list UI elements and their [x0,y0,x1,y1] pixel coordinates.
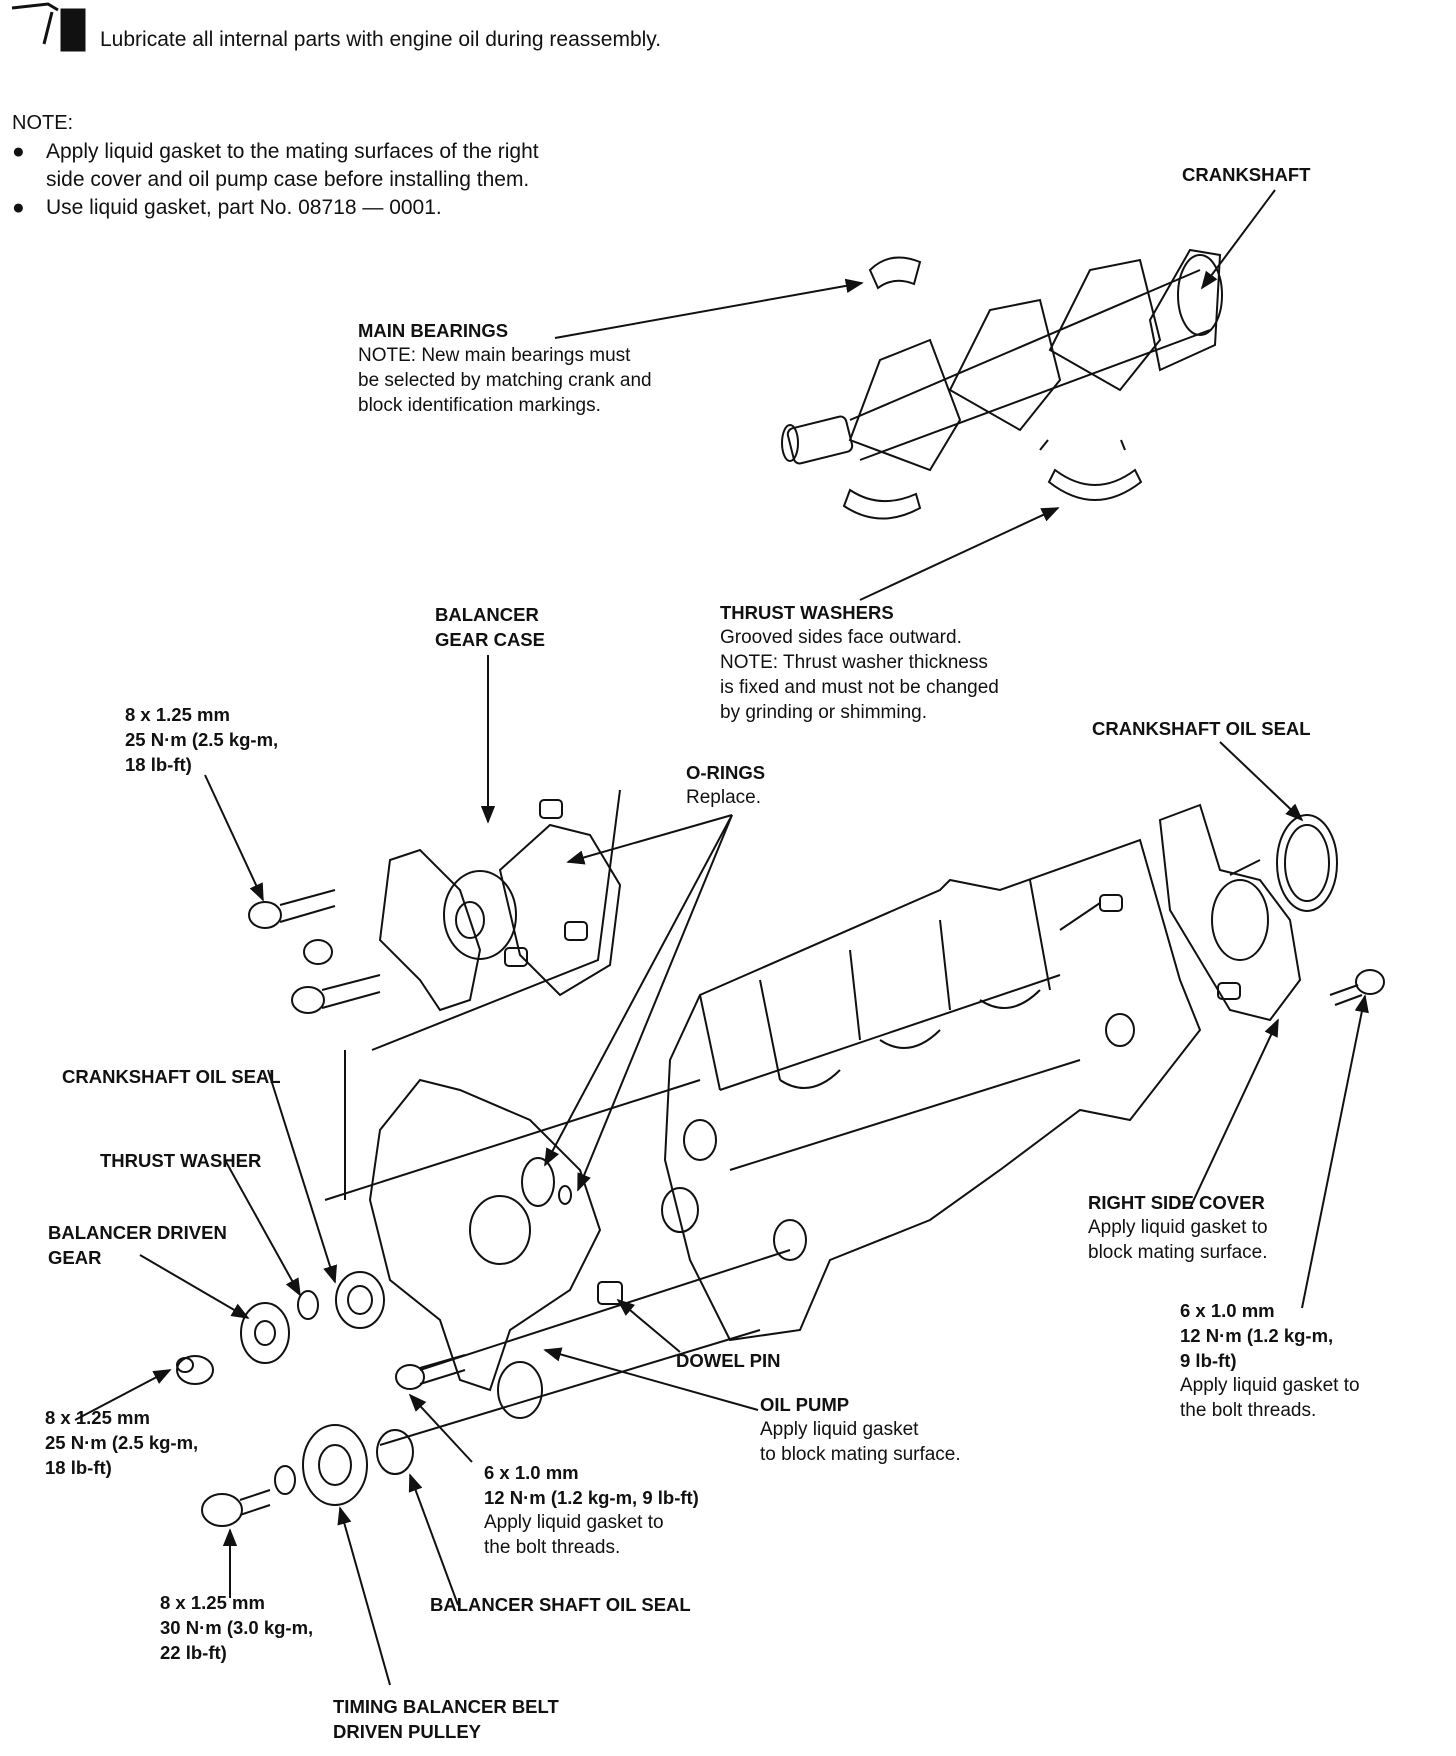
label-balancer-driven-gear: BALANCER DRIVEN GEAR [48,1222,227,1268]
label-dowel-pin: DOWEL PIN [676,1350,781,1371]
label-bolt-pulley: 8 x 1.25 mm 30 N·m (3.0 kg-m, 22 lb-ft) [160,1592,314,1663]
balancer-gear-case-drawing [378,799,622,1012]
label-oil-pump: OIL PUMP Apply liquid gasket to block ma… [760,1394,961,1465]
bolt-drawing [248,889,381,1014]
note-bullet: ●Use liquid gasket, part No. 08718 — 000… [12,196,442,219]
crankshaft-drawing [781,248,1223,472]
oil-can-icon [11,2,86,52]
label-balancer-shaft-oil-seal: BALANCER SHAFT OIL SEAL [430,1594,691,1615]
label-crankshaft-oil-seal-left: CRANKSHAFT OIL SEAL [62,1066,281,1087]
label-bolt-gear: 8 x 1.25 mm 25 N·m (2.5 kg-m, 18 lb-ft) [45,1407,199,1478]
note-heading: NOTE: [12,112,74,134]
label-thrust-washer: THRUST WASHER [100,1150,262,1171]
lubricate-note: Lubricate all internal parts with engine… [100,28,662,51]
oil-pump-drawing [368,1078,602,1419]
right-side-cover-drawing [1099,803,1385,1022]
label-timing-pulley: TIMING BALANCER BELT DRIVEN PULLEY [333,1696,559,1742]
label-bolt-pump: 6 x 1.0 mm 12 N·m (1.2 kg-m, 9 lb-ft) Ap… [484,1462,699,1558]
note-bullet: ●Apply liquid gasket to the mating surfa… [12,140,539,163]
engine-block-drawing [661,838,1202,1342]
label-o-rings: O-RINGS Replace. [686,762,766,808]
label-bolt-right: 6 x 1.0 mm 12 N·m (1.2 kg-m, 9 lb-ft) Ap… [1180,1300,1360,1421]
note-bullet-cont: side cover and oil pump case before inst… [46,168,530,191]
label-thrust-washers: THRUST WASHERS Grooved sides face outwar… [720,602,999,723]
label-bolt-case: 8 x 1.25 mm 25 N·m (2.5 kg-m, 18 lb-ft) [125,704,279,775]
label-right-side-cover: RIGHT SIDE COVER Apply liquid gasket to … [1088,1192,1268,1263]
label-crankshaft: CRANKSHAFT [1182,164,1311,185]
label-balancer-gear-case: BALANCER GEAR CASE [435,604,545,650]
label-main-bearings: MAIN BEARINGS NOTE: New main bearings mu… [358,320,652,416]
label-crankshaft-oil-seal-right: CRANKSHAFT OIL SEAL [1092,718,1311,739]
